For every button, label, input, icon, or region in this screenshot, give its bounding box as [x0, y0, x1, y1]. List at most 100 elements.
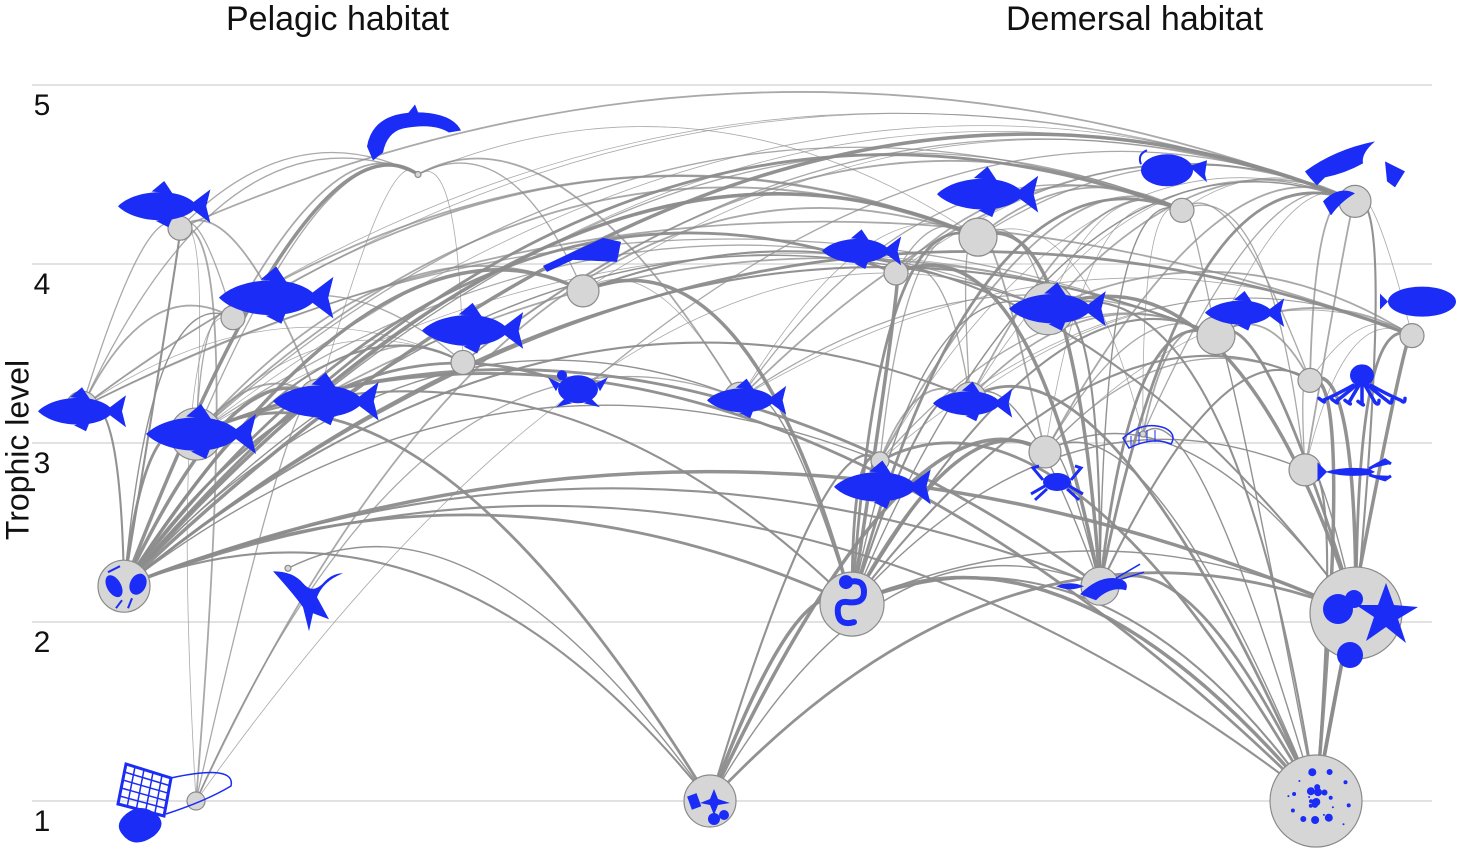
ray-icon [543, 237, 621, 272]
trophic-link [317, 169, 419, 399]
trophic-link [179, 225, 201, 435]
trophic-link [879, 195, 1183, 462]
sea-bream-icon [1009, 282, 1106, 331]
y-axis-title: Trophic level [0, 300, 36, 600]
trophic-link [123, 504, 1317, 802]
trophic-link [232, 175, 979, 319]
trophic-link [123, 513, 853, 606]
node-sharks [1338, 184, 1372, 218]
trophic-link [1044, 204, 1183, 453]
trophic-link [1099, 206, 1183, 587]
trophic-link [123, 470, 1357, 615]
trophic-link [1099, 574, 1318, 802]
polychaete-icon [834, 575, 868, 627]
trophic-link [123, 250, 1413, 588]
trophic-link [1044, 441, 1317, 802]
demersal-habitat-label: Demersal habitat [1006, 0, 1264, 38]
trophic-link [851, 181, 1356, 605]
trophic-link [317, 152, 1183, 399]
trophic-link [1098, 191, 1356, 587]
node-seabirds [284, 564, 292, 572]
anglerfish-icon [1138, 149, 1207, 187]
node-swordfish [450, 349, 476, 376]
trophic-link [179, 91, 1356, 230]
trophic-link [179, 226, 218, 802]
trophic-link [582, 150, 1356, 390]
trophic-link [123, 312, 234, 587]
trophic-link [417, 157, 741, 399]
trophic-link [179, 151, 419, 229]
node-octopus [1297, 367, 1323, 393]
trophic-link [1354, 331, 1413, 614]
trophic-link [195, 411, 712, 802]
node-crabs [1028, 435, 1062, 469]
trophic-link [1181, 177, 1356, 211]
octopus-icon [1317, 364, 1407, 407]
redfish-icon [707, 378, 787, 419]
y-tick-label: 5 [34, 89, 51, 122]
trophic-link [977, 186, 1183, 238]
y-tick-label: 2 [34, 626, 51, 659]
trophic-link [969, 384, 1318, 802]
pelagic-habitat-label: Pelagic habitat [226, 0, 450, 38]
node-sunfish [1399, 323, 1425, 349]
trophic-link [195, 390, 853, 605]
crab-icon [1030, 464, 1084, 502]
trophic-link [851, 575, 1318, 803]
trophic-link [81, 326, 464, 408]
trophic-link [739, 277, 1413, 399]
gurnard-icon [1205, 291, 1285, 331]
trophic-link [123, 551, 711, 802]
node-tuna [167, 215, 193, 241]
trophic-link [81, 402, 126, 587]
trophic-link [851, 438, 1306, 605]
mackerel-icon [219, 266, 334, 324]
swordfish-icon [422, 302, 524, 354]
trophic-link [1215, 332, 1317, 802]
sea-turtle-icon [548, 370, 608, 408]
trophic-link [895, 184, 1183, 274]
trophic-link [195, 375, 741, 802]
trophic-link [1181, 202, 1311, 381]
seabird-icon [273, 571, 343, 632]
zooplankton-icon [105, 565, 147, 609]
trophic-link [739, 184, 1183, 399]
node-dolphins [414, 170, 422, 179]
trophic-link [879, 177, 1356, 462]
trophic-link [850, 438, 1046, 605]
y-tick-label: 1 [34, 805, 51, 838]
y-tick-label: 3 [34, 447, 51, 480]
mantis-shrimp-icon [1122, 424, 1174, 450]
trophic-link [195, 339, 464, 435]
sunfish-icon [1380, 286, 1456, 317]
trophic-link [1098, 329, 1217, 587]
trophic-link [195, 244, 1049, 435]
trophic-link [851, 550, 1357, 614]
trophic-link [1044, 323, 1217, 453]
trophic-link [287, 546, 711, 802]
node-zooplankton [97, 559, 151, 613]
flatfish-icon [933, 381, 1013, 422]
herring-icon [146, 404, 256, 460]
trophic-link [123, 404, 881, 587]
phytoplankton-icon [687, 789, 730, 825]
trophic-link [123, 341, 971, 588]
fishing-net-icon [116, 762, 232, 843]
trophic-link [1181, 204, 1306, 470]
detritus-icon [1287, 768, 1351, 826]
node-rays [566, 274, 600, 308]
sardine-icon [38, 387, 126, 432]
tuna-icon [118, 181, 211, 228]
trophic-link [179, 219, 319, 399]
trophic-link [81, 157, 419, 408]
anchovy-icon [273, 372, 379, 426]
node-scorpionfish [883, 260, 909, 286]
mullet-icon [834, 460, 931, 509]
trophic-link [122, 268, 584, 588]
trophic-link [232, 113, 1356, 319]
trophic-link [739, 294, 1217, 399]
scorpionfish-icon [822, 229, 902, 269]
trophic-link [122, 153, 1183, 588]
trophic-link [81, 304, 234, 408]
